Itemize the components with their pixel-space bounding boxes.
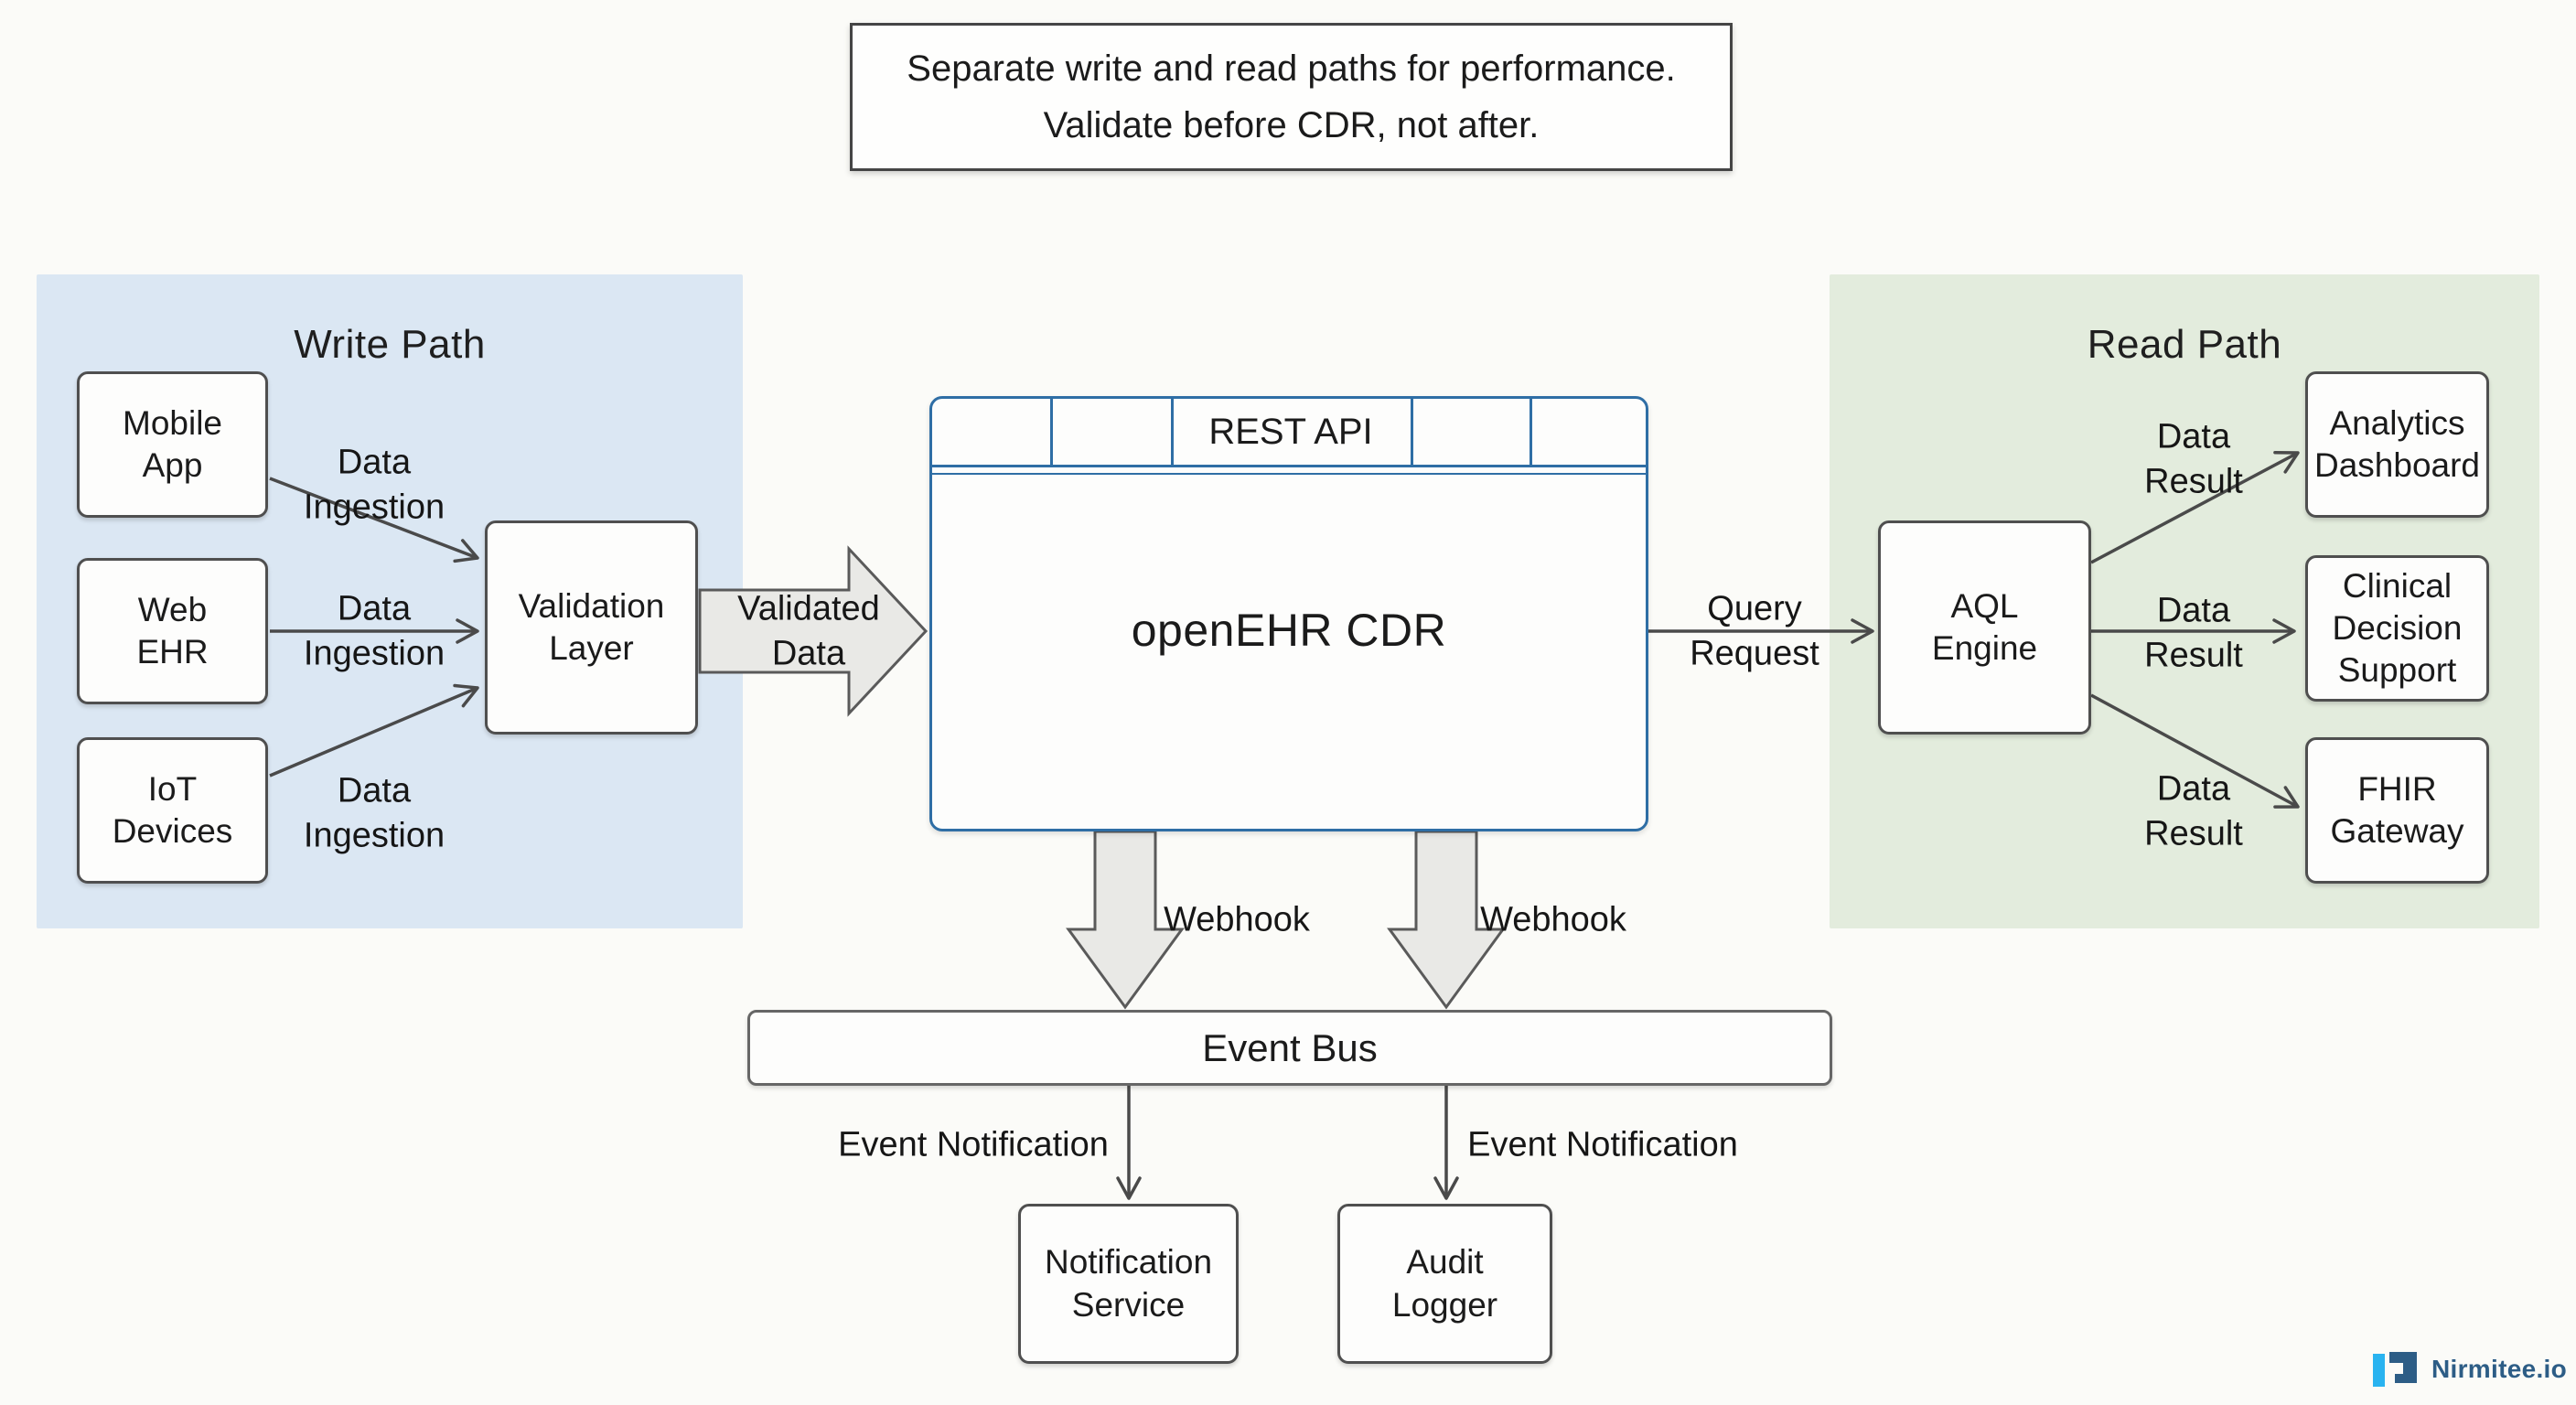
label-data-ingestion-3: Data Ingestion — [303, 771, 445, 854]
box-iot-devices: IoT Devices — [77, 737, 268, 884]
box-aql-engine: AQL Engine — [1878, 520, 2091, 735]
cdr-api-header: REST API — [932, 399, 1646, 467]
box-validation-layer: Validation Layer — [485, 520, 698, 735]
box-fhir-gateway: FHIR Gateway — [2305, 737, 2489, 884]
box-clinical-decision-support: Clinical Decision Support — [2305, 555, 2489, 702]
nirmitee-logo-text: Nirmitee.io — [2431, 1355, 2568, 1383]
read-path-title: Read Path — [2087, 322, 2282, 367]
banner-note: Separate write and read paths for perfor… — [850, 23, 1733, 171]
label-webhook-1: Webhook — [1164, 900, 1310, 939]
nirmitee-logo-icon — [2373, 1352, 2417, 1387]
label-event-notification-2: Event Notification — [1467, 1125, 1738, 1164]
cdr-header-divider — [1530, 399, 1532, 465]
label-query-request: Query Request — [1690, 589, 1819, 672]
label-webhook-2: Webhook — [1480, 900, 1626, 939]
box-audit-logger: Audit Logger — [1337, 1204, 1552, 1364]
label-data-result-3: Data Result — [2144, 769, 2243, 853]
label-data-ingestion-2: Data Ingestion — [303, 589, 445, 672]
box-analytics-dashboard: Analytics Dashboard — [2305, 371, 2489, 518]
box-event-bus: Event Bus — [747, 1010, 1832, 1086]
label-data-result-1: Data Result — [2144, 417, 2243, 500]
cdr-header-divider — [1171, 399, 1174, 465]
label-data-result-2: Data Result — [2144, 591, 2243, 674]
label-data-ingestion-1: Data Ingestion — [303, 443, 445, 526]
cdr-header-inner-line — [932, 473, 1646, 475]
label-validated-data: Validated Data — [737, 589, 880, 672]
box-mobile-app: Mobile App — [77, 371, 268, 518]
box-notification-service: Notification Service — [1018, 1204, 1239, 1364]
nirmitee-logo: Nirmitee.io — [2373, 1352, 2567, 1387]
write-path-title: Write Path — [294, 322, 486, 367]
label-rest-api: REST API — [1208, 411, 1373, 452]
box-web-ehr: Web EHR — [77, 558, 268, 704]
cdr-header-divider — [1050, 399, 1053, 465]
label-event-notification-1: Event Notification — [838, 1125, 1109, 1164]
cdr-header-divider — [1411, 399, 1413, 465]
box-openehr-cdr: REST API openEHR CDR — [929, 396, 1648, 831]
label-openehr-cdr: openEHR CDR — [1131, 605, 1447, 656]
